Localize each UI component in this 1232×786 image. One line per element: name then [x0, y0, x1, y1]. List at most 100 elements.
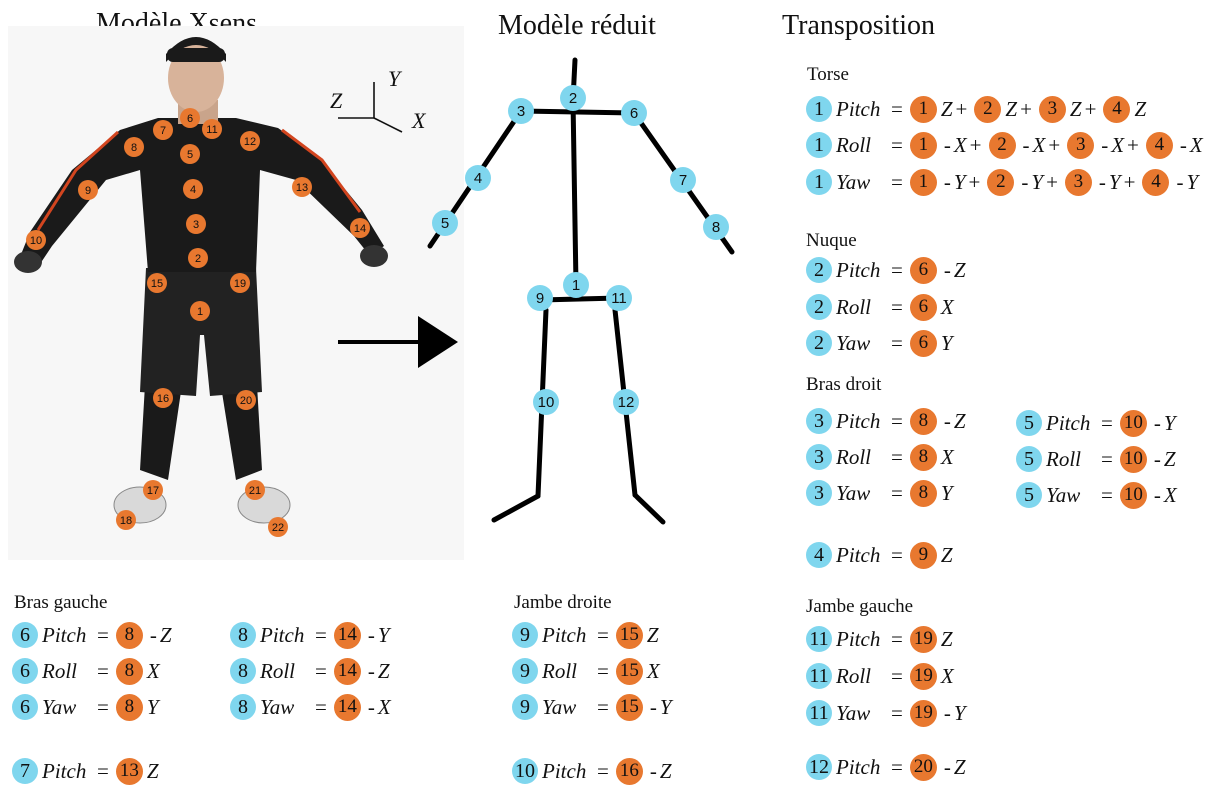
- axis-name-3: X: [1190, 133, 1203, 158]
- section-jambe-gauche: Jambe gauche: [806, 596, 913, 618]
- sensor-marker-label-4: 4: [190, 184, 196, 196]
- sensor-badge: 9: [910, 542, 937, 569]
- equation-row: 1Roll=1-X+2-X+3-X+4-X: [806, 130, 1203, 160]
- skeleton-joint-label-7: 7: [679, 172, 687, 189]
- sensor-badge: 20: [910, 754, 937, 781]
- sensor-badge: 8: [910, 480, 937, 507]
- sensor-badge: 1: [910, 96, 937, 123]
- equation-row: 6Pitch=8-Z: [12, 620, 172, 650]
- joint-badge: 8: [230, 658, 256, 684]
- joint-badge: 3: [806, 480, 832, 506]
- angle-name: Pitch: [542, 623, 594, 648]
- skeleton-joint-label-1: 1: [572, 277, 580, 294]
- joint-badge: 8: [230, 622, 256, 648]
- equals-sign: =: [891, 627, 903, 652]
- sensor-badge: 8: [116, 658, 143, 685]
- plus-sign: +: [1085, 97, 1097, 122]
- joint-badge: 2: [806, 257, 832, 283]
- sensor-marker-label-1: 1: [197, 306, 203, 318]
- sensor-badge: 19: [910, 700, 937, 727]
- section-torse: Torse: [807, 64, 849, 86]
- angle-name: Roll: [42, 659, 94, 684]
- equals-sign: =: [97, 623, 109, 648]
- axis-name-0: X: [941, 445, 954, 470]
- axis-name-1: X: [1033, 133, 1046, 158]
- axis-sign-0: -: [650, 695, 657, 720]
- angle-name: Pitch: [836, 543, 888, 568]
- sensor-marker-label-13: 13: [296, 182, 308, 194]
- equation-row: 11Pitch=19Z: [806, 624, 953, 654]
- joint-badge: 4: [806, 542, 832, 568]
- axis-sign-0: -: [944, 409, 951, 434]
- angle-name: Pitch: [836, 627, 888, 652]
- angle-name: Yaw: [260, 695, 312, 720]
- equals-sign: =: [315, 659, 327, 684]
- sensor-marker-label-14: 14: [354, 223, 366, 235]
- angle-name: Yaw: [836, 701, 888, 726]
- axis-sign-0: -: [1154, 411, 1161, 436]
- sensor-badge: 14: [334, 658, 361, 685]
- sensor-badge: 8: [116, 622, 143, 649]
- sensor-badge: 6: [910, 257, 937, 284]
- axis-sign-2: -: [1101, 133, 1108, 158]
- axis-name-3: Z: [1134, 97, 1146, 122]
- skeleton-joint-label-2: 2: [569, 90, 577, 107]
- plus-sign: +: [1048, 133, 1060, 158]
- axis-name-0: Y: [378, 623, 390, 648]
- axis-name-2: Y: [1109, 170, 1121, 195]
- axis-name-0: X: [378, 695, 391, 720]
- axis-name-1: Y: [1031, 170, 1043, 195]
- equation-row: 4Pitch=9Z: [806, 540, 953, 570]
- joint-badge: 7: [12, 758, 38, 784]
- sensor-badge: 6: [910, 294, 937, 321]
- equation-row: 6Yaw=8Y: [12, 692, 159, 722]
- equals-sign: =: [891, 409, 903, 434]
- plus-sign: +: [969, 170, 981, 195]
- joint-badge: 2: [806, 330, 832, 356]
- joint-badge: 11: [806, 700, 832, 726]
- axis-name-0: Z: [941, 627, 953, 652]
- sensor-badge: 2: [987, 169, 1014, 196]
- axis-name-0: Y: [941, 481, 953, 506]
- axis-sign-1: -: [1021, 170, 1028, 195]
- skeleton-joint-label-8: 8: [712, 219, 720, 236]
- equals-sign: =: [891, 170, 903, 195]
- sensor-badge: 6: [910, 330, 937, 357]
- axis-name-0: Z: [378, 659, 390, 684]
- sensor-badge: 14: [334, 694, 361, 721]
- axis-name-0: Z: [160, 623, 172, 648]
- joint-badge: 1: [806, 132, 832, 158]
- angle-name: Roll: [836, 664, 888, 689]
- section-nuque: Nuque: [806, 230, 857, 252]
- joint-badge: 9: [512, 622, 538, 648]
- axis-name-0: X: [647, 659, 660, 684]
- sensor-badge: 4: [1103, 96, 1130, 123]
- angle-name: Pitch: [260, 623, 312, 648]
- section-jambe-droite: Jambe droite: [514, 592, 612, 614]
- sensor-badge: 4: [1146, 132, 1173, 159]
- equals-sign: =: [97, 759, 109, 784]
- equals-sign: =: [597, 695, 609, 720]
- axis-name-0: X: [941, 664, 954, 689]
- axis-sign-0: -: [1154, 447, 1161, 472]
- equation-row: 3Yaw=8Y: [806, 478, 953, 508]
- angle-name: Pitch: [542, 759, 594, 784]
- angle-name: Yaw: [836, 481, 888, 506]
- sensor-badge: 3: [1039, 96, 1066, 123]
- sensor-marker-label-7: 7: [160, 125, 166, 137]
- equation-row: 5Roll=10-Z: [1016, 444, 1176, 474]
- axis-name-0: Y: [954, 701, 966, 726]
- angle-name: Roll: [542, 659, 594, 684]
- equals-sign: =: [891, 97, 903, 122]
- skeleton-joint-label-4: 4: [474, 170, 482, 187]
- equals-sign: =: [1101, 483, 1113, 508]
- axis-name-0: Y: [1164, 411, 1176, 436]
- sensor-badge: 14: [334, 622, 361, 649]
